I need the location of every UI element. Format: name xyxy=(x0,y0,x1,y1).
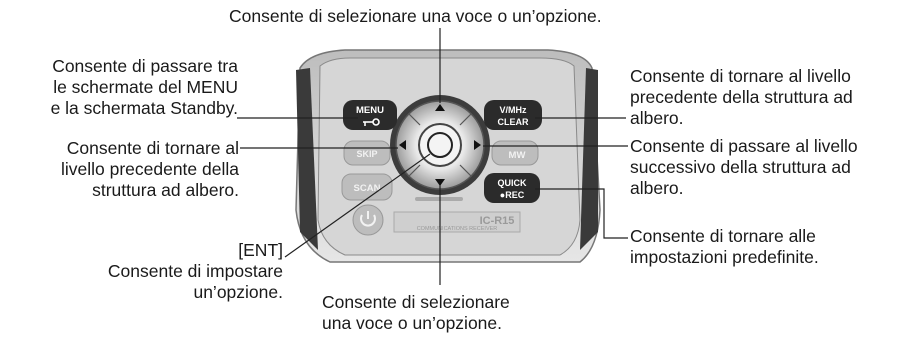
mw-button[interactable]: MW xyxy=(491,140,539,166)
quick-key-label: QUICK xyxy=(498,178,528,188)
label-clear-line-3: albero. xyxy=(630,108,684,128)
label-right-line-1: Consente di passare al livello xyxy=(630,136,858,156)
label-clear-line-1: Consente di tornare al livello xyxy=(630,66,851,86)
label-right-line-3: albero. xyxy=(630,178,684,198)
label-right-line-2: successivo della struttura ad xyxy=(630,157,851,177)
label-menu-line-3: e la schermata Standby. xyxy=(50,98,238,118)
key-icon xyxy=(363,118,380,126)
leader-lines xyxy=(237,28,628,285)
label-clear-line-2: precedente della struttura ad xyxy=(630,87,853,107)
label-bottom-line-2: una voce o un’opzione. xyxy=(322,313,502,333)
arrow-left-icon[interactable] xyxy=(399,140,406,150)
scan-key-label: SCAN xyxy=(354,183,381,194)
label-left-back: Consente di tornare al livello precedent… xyxy=(6,138,239,201)
label-right-next: Consente di passare al livello successiv… xyxy=(630,136,858,199)
label-ent-line-2: un’opzione. xyxy=(193,282,283,302)
label-menu-toggle: Consente di passare tra le schermate del… xyxy=(6,56,238,119)
scan-button[interactable]: SCAN xyxy=(341,173,393,201)
label-left-line-2: livello precedente della xyxy=(60,159,239,179)
skip-key-label: SKIP xyxy=(356,149,377,159)
vmhz-key-label: V/MHz xyxy=(500,105,528,115)
quick-rec-button[interactable]: QUICK ●REC xyxy=(484,173,540,203)
menu-button[interactable]: MENU xyxy=(343,100,397,130)
label-menu-line-1: Consente di passare tra xyxy=(52,56,238,76)
label-quick-line-1: Consente di tornare alle xyxy=(630,226,816,246)
leader-quick xyxy=(535,188,628,239)
label-ent-key: [ENT] xyxy=(238,240,283,260)
label-bottom-select: Consente di selezionare una voce o un’op… xyxy=(322,292,510,334)
model-subtitle: COMMUNICATIONS RECEIVER xyxy=(417,226,498,232)
label-top-select: Consente di selezionare una voce o un’op… xyxy=(229,6,602,26)
label-ent: [ENT] Consente di impostare un’opzione. xyxy=(40,240,283,303)
model-label: IC-R15 xyxy=(480,215,515,227)
vmhz-clear-button[interactable]: V/MHz CLEAR xyxy=(484,100,542,130)
clear-key-label: CLEAR xyxy=(498,117,529,127)
label-bottom-line-1: Consente di selezionare xyxy=(322,292,510,312)
rec-key-label: ●REC xyxy=(500,190,525,200)
arrow-right-icon[interactable] xyxy=(474,140,481,150)
mw-key-label: MW xyxy=(509,150,526,161)
label-quick-line-2: impostazioni predefinite. xyxy=(630,247,819,267)
power-button[interactable] xyxy=(352,204,384,236)
model-badge: IC-R15 COMMUNICATIONS RECEIVER xyxy=(393,211,521,233)
arrow-down-icon[interactable] xyxy=(435,179,445,186)
ent-button[interactable] xyxy=(418,123,462,167)
label-quick-defaults: Consente di tornare alle impostazioni pr… xyxy=(630,226,819,268)
speaker-slot xyxy=(415,197,463,201)
power-icon xyxy=(360,211,376,227)
menu-key-label: MENU xyxy=(356,105,384,116)
leader-ent xyxy=(284,153,431,258)
label-menu-line-2: le schermate del MENU xyxy=(53,77,238,97)
label-clear-back: Consente di tornare al livello precedent… xyxy=(630,66,853,129)
label-left-line-3: struttura ad albero. xyxy=(92,180,239,200)
arrow-up-icon[interactable] xyxy=(435,104,445,111)
label-ent-line-1: Consente di impostare xyxy=(107,261,283,281)
label-left-line-1: Consente di tornare al xyxy=(66,138,239,158)
skip-button[interactable]: SKIP xyxy=(343,140,391,166)
